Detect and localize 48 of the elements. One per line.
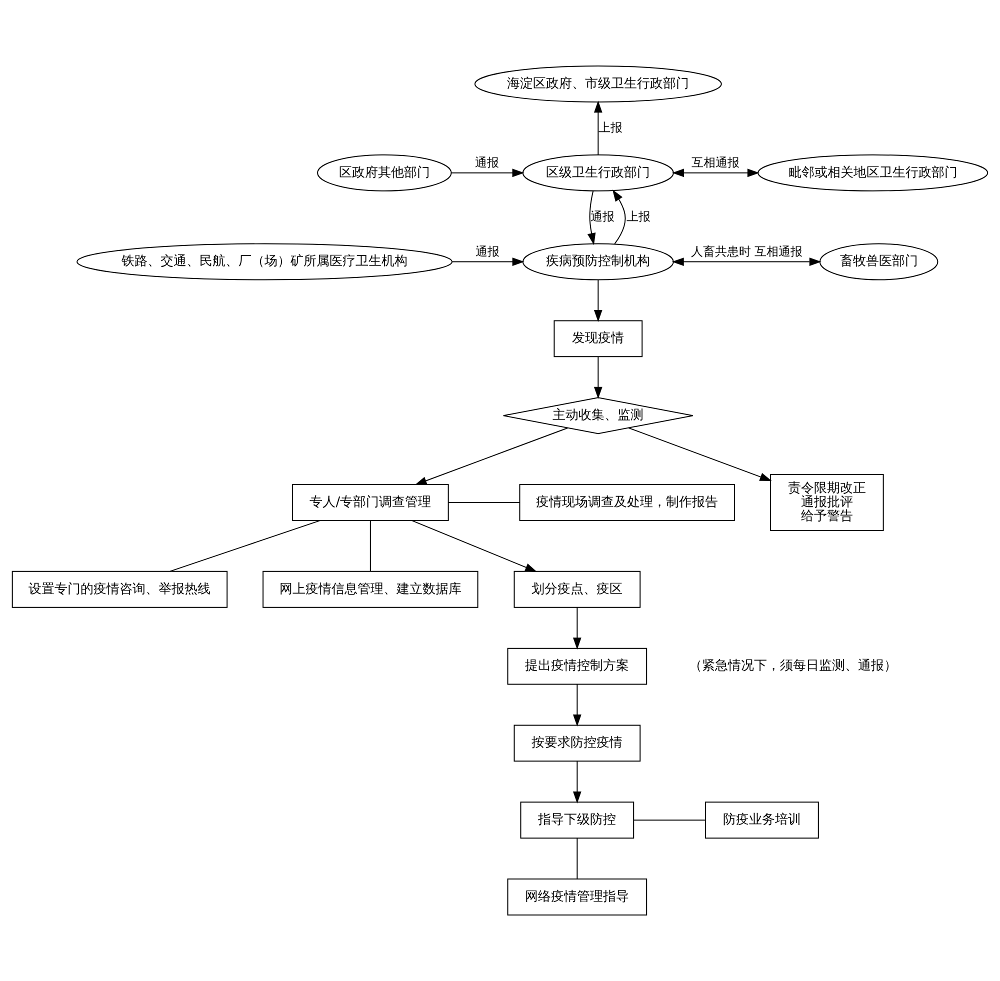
arrow (450, 168, 524, 178)
node-box: 网上疫情信息管理、建立数据库 (262, 570, 478, 608)
node-ellipse: 区级卫生行政部门 (522, 154, 674, 192)
node-box: 划分疫点、疫区 (514, 570, 641, 608)
arrow (414, 427, 568, 485)
arrow (594, 356, 602, 399)
arrow (587, 190, 596, 246)
node-box: 责令限期改正 通报批评 给予警告 (770, 474, 884, 531)
node-box: 疫情现场调查及处理，制作报告 (519, 484, 735, 521)
node-ellipse: 毗邻或相关地区卫生行政部门 (758, 154, 988, 192)
arrow (594, 279, 602, 322)
arrow (672, 168, 760, 178)
arrow (572, 684, 582, 727)
connector (370, 520, 371, 572)
node-box: 按要求防控疫情 (514, 724, 641, 762)
node-box: 提出疫情控制方案 (507, 648, 648, 685)
node-diamond: 主动收集、监测 (502, 397, 694, 434)
connector (448, 502, 520, 503)
edge-label: 通报 (475, 155, 500, 170)
arrow (672, 258, 822, 266)
node-box: 发现疫情 (554, 320, 643, 358)
node-ellipse: 畜牧兽医部门 (819, 243, 938, 280)
node-box: 防疫业务培训 (705, 802, 819, 839)
label: （紧急情况下，须每日监测、通报） (688, 658, 897, 674)
arrow (572, 606, 582, 650)
arrow (572, 760, 582, 804)
node-box: 指导下级防控 (520, 802, 634, 839)
edge-label: 通报 (590, 209, 615, 224)
arrow (612, 189, 626, 244)
node-ellipse: 铁路、交通、民航、厂（场）矿所属医疗卫生机构 (76, 243, 453, 280)
node-box: 专人/专部门调查管理 (292, 484, 449, 521)
arrow (452, 258, 524, 266)
node-ellipse: 区政府其他部门 (317, 154, 452, 192)
edge-label: 上报 (598, 120, 623, 135)
edge-label: 上报 (626, 209, 651, 224)
edge-label: 通报 (476, 244, 500, 258)
node-ellipse: 疾病预防控制机构 (522, 243, 674, 280)
connector (170, 520, 320, 572)
arrow (628, 427, 772, 482)
edge-label: 人畜共患时 互相通报 (690, 244, 803, 258)
edge-label: 互相通报 (692, 155, 740, 170)
connector (633, 820, 706, 821)
node-ellipse: 海淀区政府、市级卫生行政部门 (474, 66, 722, 102)
connector (576, 838, 578, 880)
node-box: 网络疫情管理指导 (507, 878, 648, 916)
node-box: 设置专门的疫情咨询、举报热线 (12, 570, 228, 608)
arrow (594, 100, 602, 156)
arrow (412, 520, 538, 572)
